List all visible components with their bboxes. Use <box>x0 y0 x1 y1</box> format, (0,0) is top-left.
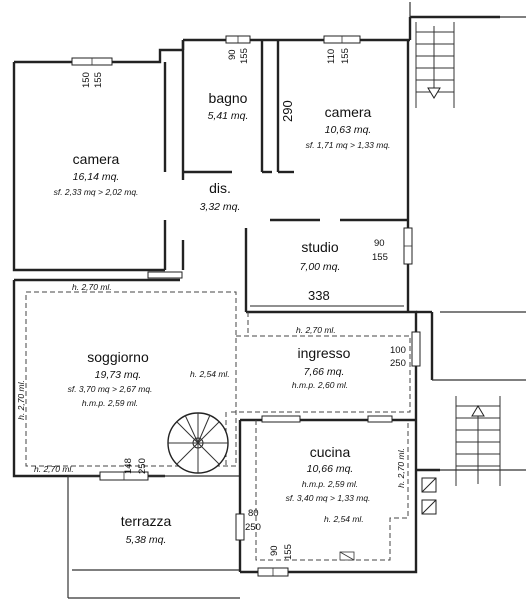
window-soggiorno <box>147 271 183 279</box>
room-bagno-area: 5,41 mq. <box>208 110 249 122</box>
dim-ingresso-door-h: 250 <box>390 358 406 369</box>
room-terrazza-area: 5,38 mq. <box>126 534 167 546</box>
room-soggiorno-surface: sf. 3,70 mq > 2,67 mq. <box>68 384 153 394</box>
room-camera-left-area: 16,14 mq. <box>73 171 120 183</box>
room-soggiorno-name: soggiorno <box>87 349 149 365</box>
dim-cucina-win-h: 155 <box>283 544 294 560</box>
arrow-down-icon <box>427 87 441 99</box>
room-ingresso-area: 7,66 mq. <box>304 366 345 378</box>
room-cucina-area: 10,66 mq. <box>307 463 354 475</box>
dim-camera2-win-h: 155 <box>340 48 351 64</box>
height-note-soggiorno: h. 2,54 ml. <box>190 369 230 379</box>
room-soggiorno-area: 19,73 mq. <box>95 369 142 381</box>
room-terrazza-name: terrazza <box>121 513 172 529</box>
dim-studio-width: 338 <box>308 288 330 303</box>
spiral-stair-icon <box>167 412 229 474</box>
kitchen-fixture-icon <box>339 551 355 561</box>
windows <box>71 35 421 577</box>
height-note-top: h. 2,70 ml. <box>72 282 112 292</box>
room-cucina-hmp: h.m.p. 2,59 ml. <box>302 479 358 489</box>
window-cucina-top-2 <box>367 415 393 423</box>
door-ingresso <box>411 331 421 367</box>
room-cucina-name: cucina <box>310 444 351 460</box>
dim-terrazza-door-w: 148 <box>123 458 134 474</box>
room-studio-area: 7,00 mq. <box>300 261 341 273</box>
dim-camera-win-h: 155 <box>93 72 104 88</box>
height-note-left: h. 2,70 ml. <box>16 380 26 420</box>
arrow-up-icon <box>471 405 485 417</box>
dim-bagno-win-w: 90 <box>227 49 238 60</box>
interior-walls <box>163 40 416 572</box>
room-bagno-name: bagno <box>209 90 248 106</box>
room-camera-right-surface: sf. 1,71 mq > 1,33 mq. <box>306 140 391 150</box>
room-ingresso-name: ingresso <box>298 345 351 361</box>
window-cucina-top <box>261 415 301 423</box>
dim-ingresso-door-w: 100 <box>390 345 406 356</box>
dim-cucina-door-h: 250 <box>245 522 261 533</box>
door-cucina <box>235 513 245 541</box>
dim-bagno-win-h: 155 <box>239 48 250 64</box>
meter-box-icon <box>421 477 437 515</box>
room-dis-name: dis. <box>209 180 231 196</box>
room-cucina-surface: sf. 3,40 mq > 1,33 mq. <box>286 493 371 503</box>
height-note-cucina-side: h. 2,70 ml. <box>396 448 406 488</box>
room-soggiorno-hmp: h.m.p. 2,59 ml. <box>82 398 138 408</box>
height-note-cucina: h. 2,54 ml. <box>324 514 364 524</box>
dim-studio-win-h: 155 <box>372 252 388 263</box>
room-camera-left-surface: sf. 2,33 mq > 2,02 mq. <box>54 187 139 197</box>
dim-camera2-win-w: 110 <box>326 49 337 64</box>
room-studio-name: studio <box>301 239 339 255</box>
room-camera-right-name: camera <box>325 104 372 120</box>
room-camera-left-name: camera <box>73 151 120 167</box>
room-ingresso-hmp: h.m.p. 2,60 ml. <box>292 380 348 390</box>
room-dis-area: 3,32 mq. <box>200 201 241 213</box>
dim-studio-win-w: 90 <box>374 238 385 249</box>
dim-cucina-win-w: 90 <box>269 545 280 556</box>
dim-camera-win-w: 150 <box>81 72 92 88</box>
room-camera-right-area: 10,63 mq. <box>325 124 372 136</box>
dim-terrazza-door-h: 250 <box>137 458 148 474</box>
height-note-bottom: h. 2,70 ml. <box>34 464 74 474</box>
outer-walls <box>12 2 526 599</box>
height-note-ingresso: h. 2,70 ml. <box>296 325 336 335</box>
dim-bagno-depth: 290 <box>280 100 295 122</box>
dim-cucina-door-w: 80 <box>248 508 259 519</box>
